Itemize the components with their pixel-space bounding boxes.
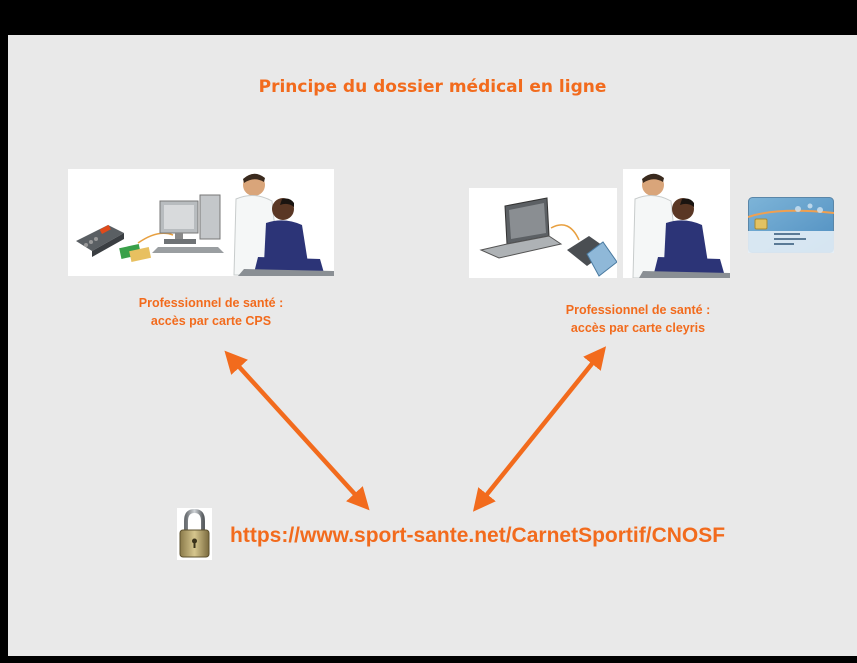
cleyris-card xyxy=(748,197,834,253)
secure-url: https://www.sport-sante.net/CarnetSporti… xyxy=(230,524,726,547)
right-caption-line2: accès par carte cleyris xyxy=(570,321,706,335)
right-caption-line1: Professionnel de santé : xyxy=(565,303,711,317)
slide: Principe du dossier médical en ligne xyxy=(8,35,857,656)
doctor-patient-illustration xyxy=(623,169,730,278)
left-caption-line1: Professionnel de santé : xyxy=(138,296,284,310)
left-double-arrow xyxy=(224,350,370,511)
padlock-icon xyxy=(177,508,212,560)
left-caption-line2: accès par carte CPS xyxy=(150,314,272,328)
patient-icon xyxy=(639,198,730,278)
left-caption: Professionnel de santé : accès par carte… xyxy=(118,294,304,330)
arrows xyxy=(224,346,607,512)
patient-icon xyxy=(238,198,334,276)
laptop-illustration xyxy=(469,188,617,278)
card-reader-icon xyxy=(567,236,617,277)
slide-title: Principe du dossier médical en ligne xyxy=(258,77,607,97)
card-terminal-icon xyxy=(76,224,124,257)
computer-icon xyxy=(152,194,224,253)
right-caption: Professionnel de santé : accès par carte… xyxy=(543,301,733,337)
left-illustration xyxy=(68,169,334,276)
chip-icon xyxy=(754,218,768,230)
right-double-arrow xyxy=(472,346,607,512)
laptop-icon xyxy=(479,197,563,259)
